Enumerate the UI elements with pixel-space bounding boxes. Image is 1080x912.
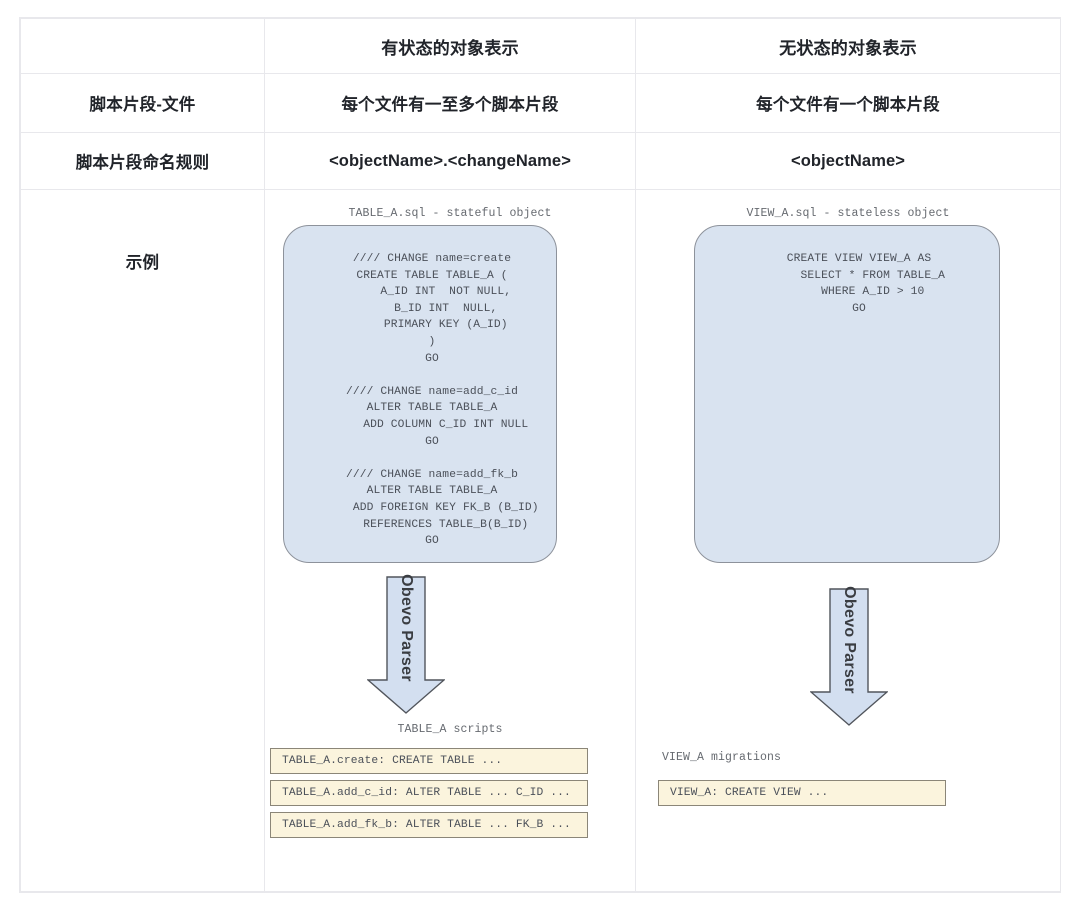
cell-file-mapping-stateful: 每个文件有一至多个脚本片段: [264, 73, 636, 133]
stateless-file-caption: VIEW_A.sql - stateless object: [746, 207, 950, 220]
stateful-script-chip-1: TABLE_A.create: CREATE TABLE ...: [270, 748, 588, 774]
stateful-script-chip-2: TABLE_A.add_c_id: ALTER TABLE ... C_ID .…: [270, 780, 588, 806]
stateless-parser-arrow: Obevo Parser: [810, 586, 888, 726]
table-header-row: 有状态的对象表示 无状态的对象表示: [20, 18, 1061, 74]
table-row-naming-rule: 脚本片段命名规则 <objectName>.<changeName> <obje…: [20, 132, 1061, 190]
stateless-script-chip-1: VIEW_A: CREATE VIEW ...: [658, 780, 946, 806]
cell-file-mapping-stateless: 每个文件有一个脚本片段: [635, 73, 1061, 133]
header-cell-stateless: 无状态的对象表示: [635, 18, 1061, 74]
header-label-stateless: 无状态的对象表示: [779, 38, 917, 58]
cell-naming-rule-stateful: <objectName>.<changeName>: [264, 132, 636, 190]
stateful-file-caption: TABLE_A.sql - stateful object: [348, 207, 552, 220]
stateless-diagram: VIEW_A.sql - stateless object CREATE VIE…: [636, 190, 1060, 891]
table-row-example: 示例 TABLE_A.sql - stateful object //// CH…: [20, 189, 1061, 892]
header-cell-stateful: 有状态的对象表示: [264, 18, 636, 74]
stateful-script-chip-3: TABLE_A.add_fk_b: ALTER TABLE ... FK_B .…: [270, 812, 588, 838]
cell-example-stateful: TABLE_A.sql - stateful object //// CHANG…: [264, 189, 636, 892]
stateless-code-box: CREATE VIEW VIEW_A AS SELECT * FROM TABL…: [694, 225, 1000, 563]
row-label-example: 示例: [20, 189, 265, 892]
stateful-diagram: TABLE_A.sql - stateful object //// CHANG…: [265, 190, 635, 891]
header-cell-empty: [20, 18, 265, 74]
cell-example-stateless: VIEW_A.sql - stateless object CREATE VIE…: [635, 189, 1061, 892]
table-row-file-mapping: 脚本片段-文件 每个文件有一至多个脚本片段 每个文件有一个脚本片段: [20, 73, 1061, 133]
row-label-naming-rule: 脚本片段命名规则: [20, 132, 265, 190]
stateless-output-caption: VIEW_A migrations: [662, 751, 782, 764]
comparison-table: 有状态的对象表示 无状态的对象表示 脚本片段-文件 每个文件有一至多个脚本片段 …: [19, 17, 1061, 893]
stateful-output-caption: TABLE_A scripts: [397, 723, 503, 736]
stateful-parser-arrow: Obevo Parser: [367, 574, 445, 714]
stateless-code-text: CREATE VIEW VIEW_A AS SELECT * FROM TABL…: [786, 253, 945, 315]
header-label-stateful: 有状态的对象表示: [381, 38, 519, 58]
cell-naming-rule-stateless: <objectName>: [635, 132, 1061, 190]
stateful-code-text: //// CHANGE name=create CREATE TABLE TAB…: [346, 253, 539, 548]
stateful-code-box: //// CHANGE name=create CREATE TABLE TAB…: [283, 225, 557, 563]
row-label-file-mapping: 脚本片段-文件: [20, 73, 265, 133]
